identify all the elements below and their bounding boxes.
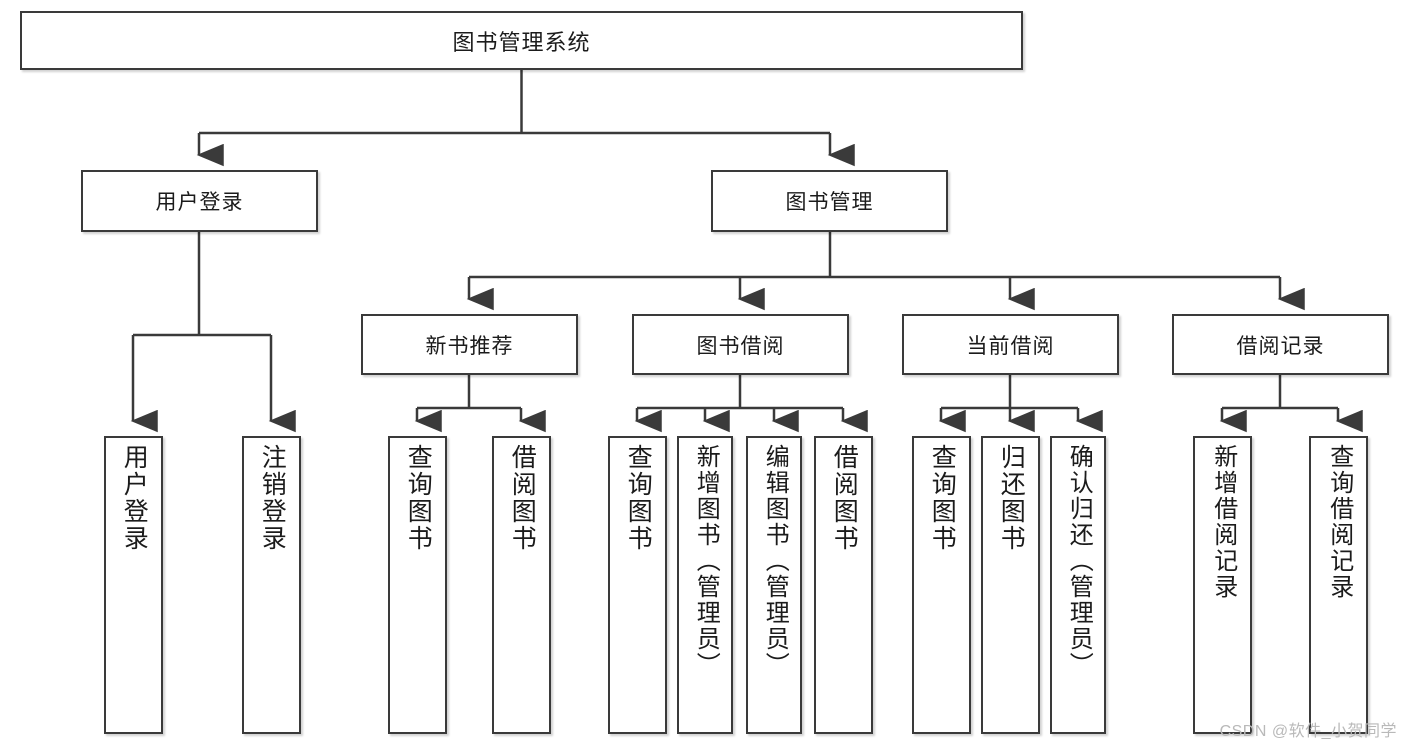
node-leaf-add-book[interactable]: 新增图书（管理员） xyxy=(677,436,733,734)
node-user-login[interactable]: 用户登录 xyxy=(81,170,318,232)
node-book-borrow[interactable]: 图书借阅 xyxy=(632,314,849,375)
node-label: 注销登录 xyxy=(258,444,287,552)
node-root-book-management-system[interactable]: 图书管理系统 xyxy=(20,11,1023,70)
node-label: 新书推荐 xyxy=(425,334,514,358)
node-label: 当前借阅 xyxy=(966,334,1055,358)
node-leaf-confirm-return[interactable]: 确认归还（管理员） xyxy=(1050,436,1106,734)
node-label: 查询图书 xyxy=(624,444,653,552)
node-book-management[interactable]: 图书管理 xyxy=(711,170,948,232)
node-label: 确认归还（管理员） xyxy=(1065,444,1093,678)
node-leaf-logout-login[interactable]: 注销登录 xyxy=(242,436,301,734)
node-label: 新增借阅记录 xyxy=(1209,444,1237,600)
node-leaf-edit-book[interactable]: 编辑图书（管理员） xyxy=(746,436,802,734)
node-leaf-query-book-2[interactable]: 查询图书 xyxy=(608,436,667,734)
node-leaf-add-record[interactable]: 新增借阅记录 xyxy=(1193,436,1252,734)
node-label: 图书管理系统 xyxy=(452,29,591,55)
node-label: 借阅图书 xyxy=(508,444,537,552)
node-label: 借阅图书 xyxy=(830,444,859,552)
node-label: 查询图书 xyxy=(928,444,957,552)
node-label: 查询借阅记录 xyxy=(1325,444,1353,600)
node-leaf-borrow-book-2[interactable]: 借阅图书 xyxy=(814,436,873,734)
node-leaf-return-book[interactable]: 归还图书 xyxy=(981,436,1040,734)
node-leaf-query-book-3[interactable]: 查询图书 xyxy=(912,436,971,734)
node-label: 用户登录 xyxy=(120,444,149,552)
node-leaf-borrow-book-1[interactable]: 借阅图书 xyxy=(492,436,551,734)
node-label: 查询图书 xyxy=(404,444,433,552)
node-label: 图书借阅 xyxy=(696,334,785,358)
node-label: 归还图书 xyxy=(997,444,1026,552)
node-current-borrow[interactable]: 当前借阅 xyxy=(902,314,1119,375)
node-new-book-recommend[interactable]: 新书推荐 xyxy=(361,314,578,375)
node-label: 图书管理 xyxy=(785,191,874,214)
node-label: 借阅记录 xyxy=(1236,334,1325,358)
node-label: 编辑图书（管理员） xyxy=(761,444,789,678)
csdn-watermark: CSDN @软件_小贺同学 xyxy=(1219,723,1397,740)
node-leaf-query-record[interactable]: 查询借阅记录 xyxy=(1309,436,1368,734)
node-label: 新增图书（管理员） xyxy=(692,444,720,678)
node-label: 用户登录 xyxy=(155,191,244,214)
node-borrow-record[interactable]: 借阅记录 xyxy=(1172,314,1389,375)
node-leaf-user-login[interactable]: 用户登录 xyxy=(104,436,163,734)
node-leaf-query-book-1[interactable]: 查询图书 xyxy=(388,436,447,734)
